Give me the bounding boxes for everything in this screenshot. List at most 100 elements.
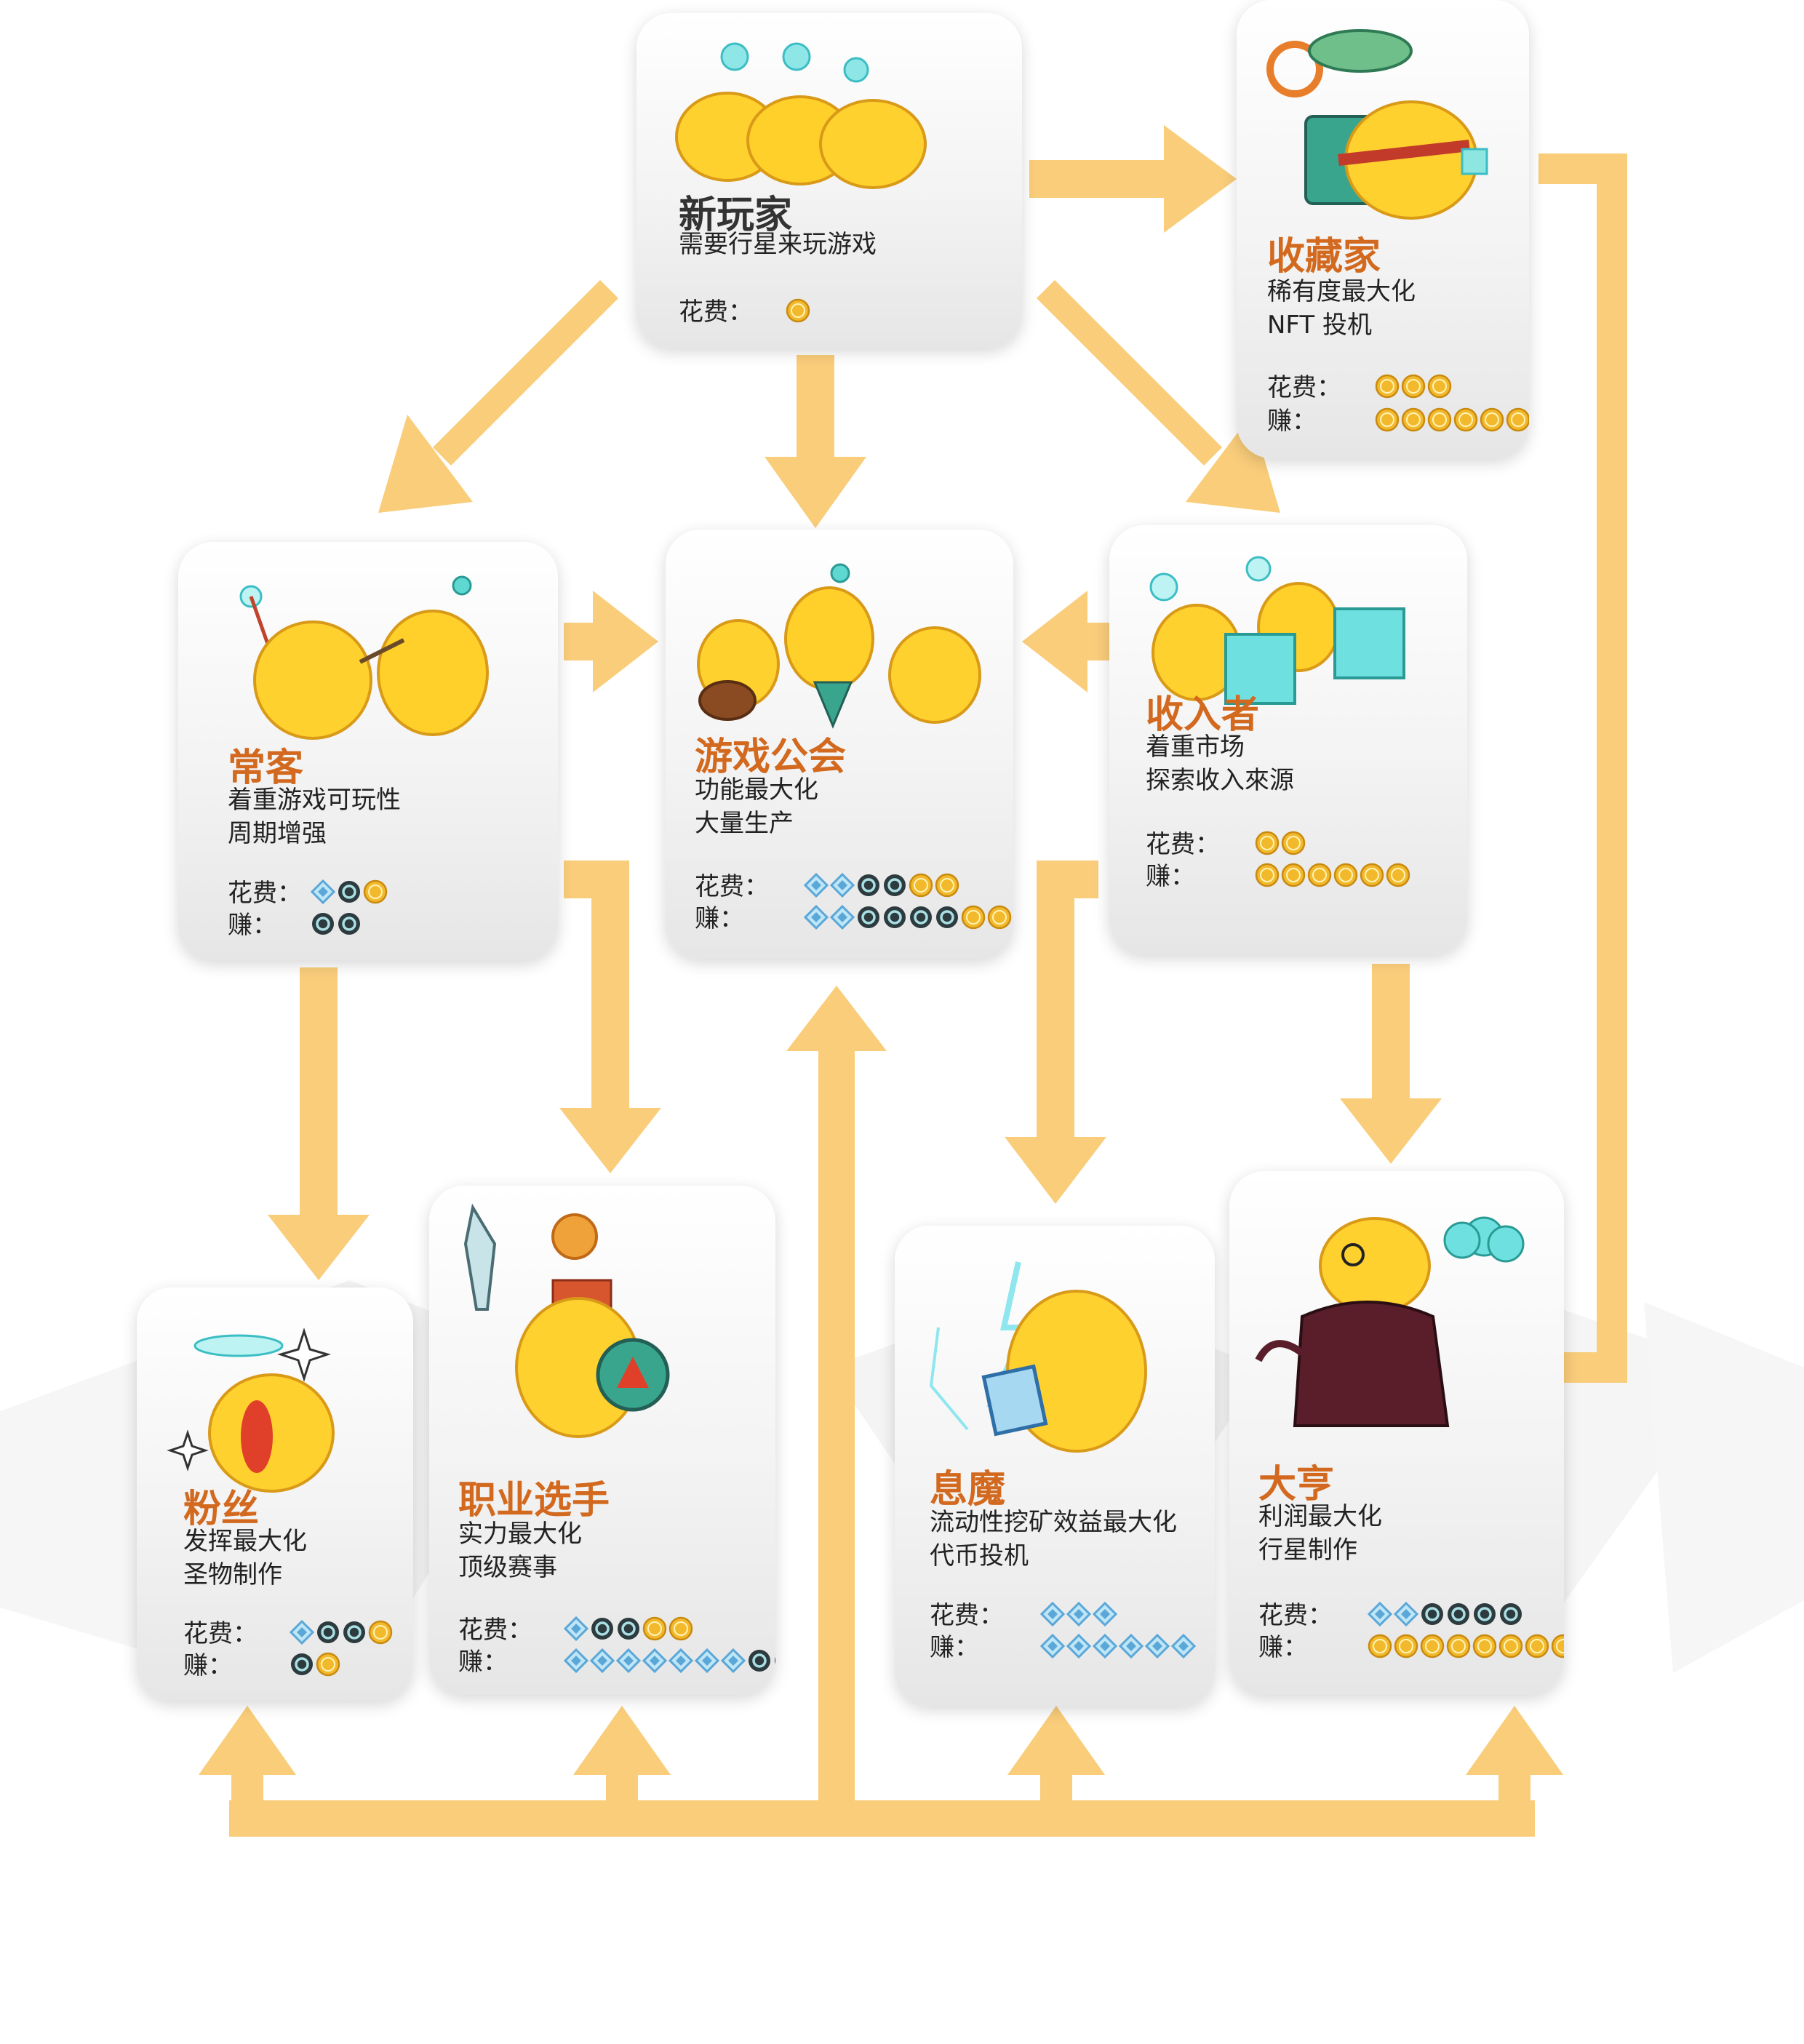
coin-icon — [1394, 1634, 1418, 1658]
fan-desc: 发挥最大化 圣物制作 — [183, 1525, 307, 1592]
gem-icon — [1093, 1602, 1117, 1626]
gem-icon — [804, 873, 829, 898]
collector-desc-line-2: NFT 投机 — [1267, 311, 1372, 340]
coin-icon — [1420, 1634, 1445, 1658]
collector-cost-icons — [1375, 374, 1453, 403]
arrow-regular-to-guild — [564, 591, 658, 692]
collector-cost-label: 花费： — [1267, 373, 1341, 402]
card-tycoon[interactable]: 大亨 利润最大化 行星制作 花费： 赚： — [1229, 1171, 1564, 1695]
coin-icon — [1401, 407, 1426, 432]
coin-icon — [1281, 863, 1306, 887]
earner-cost-label: 花费： — [1146, 830, 1220, 859]
guild-chicks-illustration — [697, 563, 981, 729]
card-collector[interactable]: 收藏家 稀有度最大化 NFT 投机 花费： 赚： — [1237, 0, 1529, 458]
ring-icon — [884, 906, 906, 928]
coin-icon — [1506, 407, 1529, 432]
gem-icon — [721, 1648, 746, 1673]
card-regular[interactable]: 常客 着重游戏可玩性 周期增强 花费： 赚： — [178, 542, 558, 960]
coin-icon — [1480, 407, 1504, 432]
ring-icon — [338, 913, 360, 935]
earner-desc: 着重市场 探索收入來源 — [1146, 730, 1294, 797]
collector-chick-illustration — [1266, 29, 1488, 220]
ring-icon — [858, 874, 879, 896]
fan-cost-label: 花费： — [183, 1619, 258, 1648]
fan-earn-label: 赚： — [183, 1651, 233, 1680]
earner-earn-label: 赚： — [1146, 862, 1195, 891]
gem-icon — [290, 1620, 314, 1645]
ring-icon — [338, 881, 360, 903]
arrow-regular-to-fan — [268, 967, 370, 1280]
new-player-desc: 需要行星来玩游戏 — [679, 228, 877, 261]
card-pro[interactable]: 职业选手 实力最大化 顶级赛事 花费： 赚： — [429, 1186, 775, 1695]
whale-miner-earn-label: 赚： — [930, 1633, 979, 1662]
guild-cost-icons — [804, 873, 961, 902]
whale-miner-cost-label: 花费： — [930, 1601, 1004, 1630]
tycoon-desc: 利润最大化 行星制作 — [1258, 1500, 1382, 1567]
gem-icon — [1040, 1602, 1065, 1626]
pro-cost-icons — [564, 1616, 695, 1645]
arrow-newplayer-to-guild — [765, 355, 866, 528]
pro-cost-label: 花费： — [458, 1616, 532, 1645]
ring-icon — [884, 874, 906, 896]
ring-icon — [749, 1650, 770, 1672]
coin-icon — [1498, 1634, 1523, 1658]
earner-desc-line-2: 探索收入來源 — [1146, 766, 1294, 795]
ring-icon — [291, 1653, 313, 1675]
tycoon-title: 大亨 — [1258, 1463, 1335, 1506]
fan-title: 粉丝 — [183, 1488, 260, 1531]
whale-miner-chick-illustration — [929, 1261, 1147, 1453]
coin-icon — [368, 1620, 393, 1645]
new-player-desc-line-1: 需要行星来玩游戏 — [679, 230, 877, 259]
whale-miner-cost-icons — [1040, 1602, 1119, 1631]
coin-icon — [1368, 1634, 1392, 1658]
regular-desc: 着重游戏可玩性 周期增强 — [228, 783, 401, 850]
pro-chick-illustration — [463, 1203, 670, 1438]
coin-icon — [1307, 863, 1332, 887]
pro-desc: 实力最大化 顶级赛事 — [458, 1517, 582, 1584]
coin-icon — [1446, 1634, 1471, 1658]
tycoon-cost-icons — [1368, 1602, 1525, 1631]
gem-icon — [1040, 1634, 1065, 1658]
gem-icon — [1368, 1602, 1392, 1626]
gem-icon — [1093, 1634, 1117, 1658]
coin-icon — [961, 905, 986, 930]
new-player-cost-icons — [786, 298, 812, 327]
gem-icon — [830, 873, 855, 898]
guild-desc-line-1: 功能最大化 — [695, 775, 818, 805]
whale-miner-desc-line-2: 代币投机 — [930, 1541, 1029, 1570]
collector-desc: 稀有度最大化 NFT 投机 — [1267, 275, 1416, 342]
ring-icon — [910, 906, 932, 928]
coin-icon — [1401, 374, 1426, 399]
gem-icon — [564, 1648, 588, 1673]
earner-cost-icons — [1255, 831, 1307, 860]
coin-icon — [909, 873, 933, 898]
new-player-title: 新玩家 — [679, 193, 793, 237]
collector-earn-icons — [1375, 407, 1529, 436]
tycoon-desc-line-2: 行星制作 — [1258, 1536, 1357, 1565]
card-earner[interactable]: 收入者 着重市场 探索收入來源 花费： 赚： — [1109, 525, 1467, 954]
guild-title: 游戏公会 — [695, 735, 847, 779]
card-fan[interactable]: 粉丝 发挥最大化 圣物制作 花费： 赚： — [137, 1288, 413, 1701]
ring-icon — [591, 1618, 613, 1640]
whale-miner-desc: 流动性挖矿效益最大化 代币投机 — [930, 1506, 1177, 1573]
card-whale-miner[interactable]: 息魔 流动性挖矿效益最大化 代币投机 花费： 赚： — [895, 1226, 1215, 1706]
pro-desc-line-2: 顶级赛事 — [458, 1553, 557, 1582]
whale-miner-desc-line-1: 流动性挖矿效益最大化 — [930, 1508, 1177, 1537]
collector-desc-line-1: 稀有度最大化 — [1267, 277, 1416, 306]
arrow-newplayer-to-regular — [378, 280, 618, 513]
regular-desc-line-2: 周期增强 — [228, 819, 327, 848]
coin-icon — [316, 1652, 340, 1677]
regular-cost-label: 花费： — [228, 879, 302, 908]
card-new-player[interactable]: 新玩家 需要行星来玩游戏 花费： — [636, 13, 1022, 348]
arrow-earner-to-tycoon — [1340, 964, 1442, 1164]
collector-earn-label: 赚： — [1267, 407, 1317, 436]
gem-icon — [1119, 1634, 1144, 1658]
coin-icon — [1386, 863, 1410, 887]
gem-icon — [1171, 1634, 1196, 1658]
coin-icon — [786, 298, 810, 323]
card-guild[interactable]: 游戏公会 功能最大化 大量生产 花费： 赚： — [666, 530, 1013, 959]
tycoon-earn-label: 赚： — [1258, 1633, 1308, 1662]
ring-icon — [618, 1618, 639, 1640]
guild-desc: 功能最大化 大量生产 — [695, 773, 818, 840]
earner-chicks-illustration — [1149, 556, 1405, 705]
